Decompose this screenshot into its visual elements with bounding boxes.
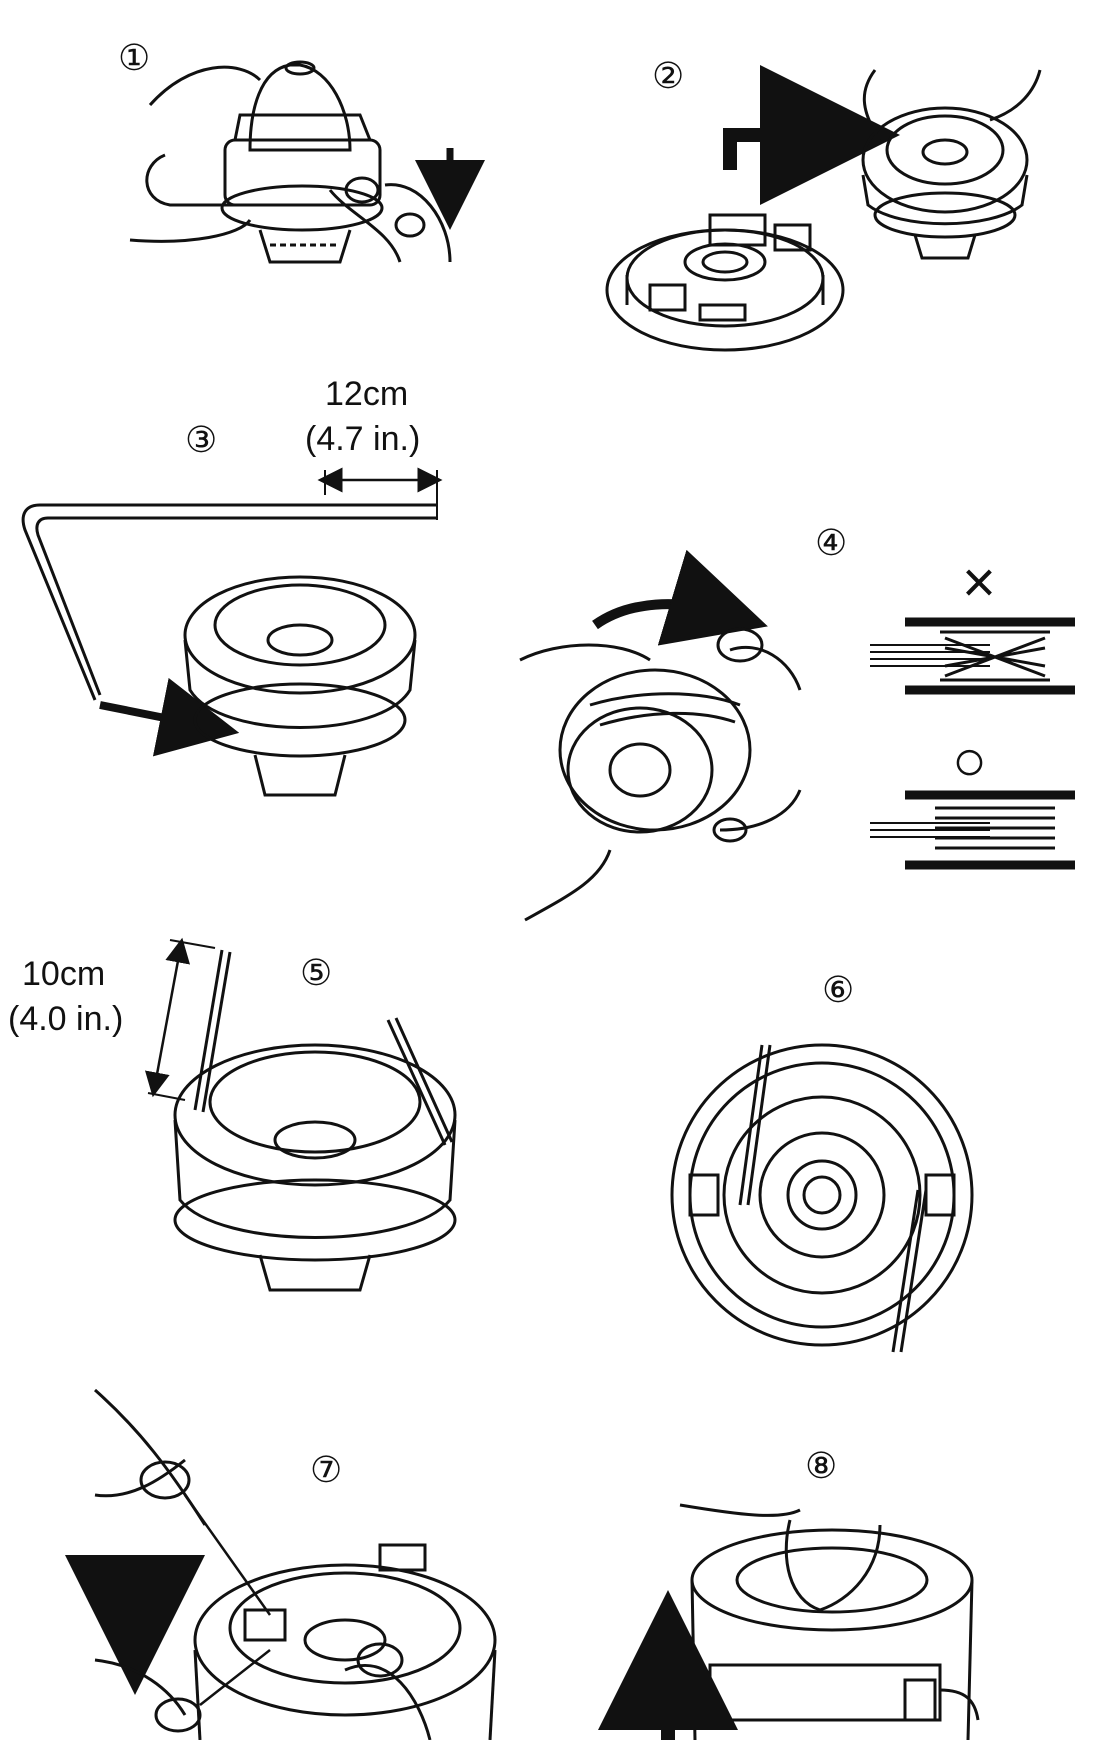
step-7-number: ⑦ xyxy=(310,1449,342,1490)
step-8-panel: ⑧ xyxy=(598,1445,980,1740)
wrong-winding-example xyxy=(870,617,1075,695)
step-7-panel: ⑦ xyxy=(65,1388,497,1740)
step-8-number: ⑧ xyxy=(805,1445,837,1486)
step-2-number: ② xyxy=(652,55,684,96)
step-4-panel: ④ × ○ xyxy=(519,522,1075,922)
step-5-number: ⑤ xyxy=(300,952,332,993)
step-2-panel: ② xyxy=(605,55,1042,352)
step-5-length: 10cm xyxy=(22,955,105,993)
step-3-length: 12cm xyxy=(325,375,408,413)
step-3-length-imperial: (4.7 in.) xyxy=(305,420,420,458)
step-3-number: ③ xyxy=(185,419,217,460)
step-6-panel: ⑥ xyxy=(670,969,974,1353)
step-5-length-imperial: (4.0 in.) xyxy=(8,1000,123,1038)
step-1-panel: ① xyxy=(118,37,485,264)
wrong-winding-mark: × xyxy=(962,550,996,615)
step-1-number: ① xyxy=(118,37,150,78)
step-6-number: ⑥ xyxy=(822,969,854,1010)
correct-winding-example xyxy=(870,790,1075,870)
step-4-number: ④ xyxy=(815,522,847,563)
step-5-panel: ⑤ 10cm (4.0 in.) xyxy=(8,937,457,1292)
correct-winding-mark: ○ xyxy=(952,728,987,793)
step-3-panel: ③ 12cm (4.7 in.) xyxy=(21,375,443,797)
